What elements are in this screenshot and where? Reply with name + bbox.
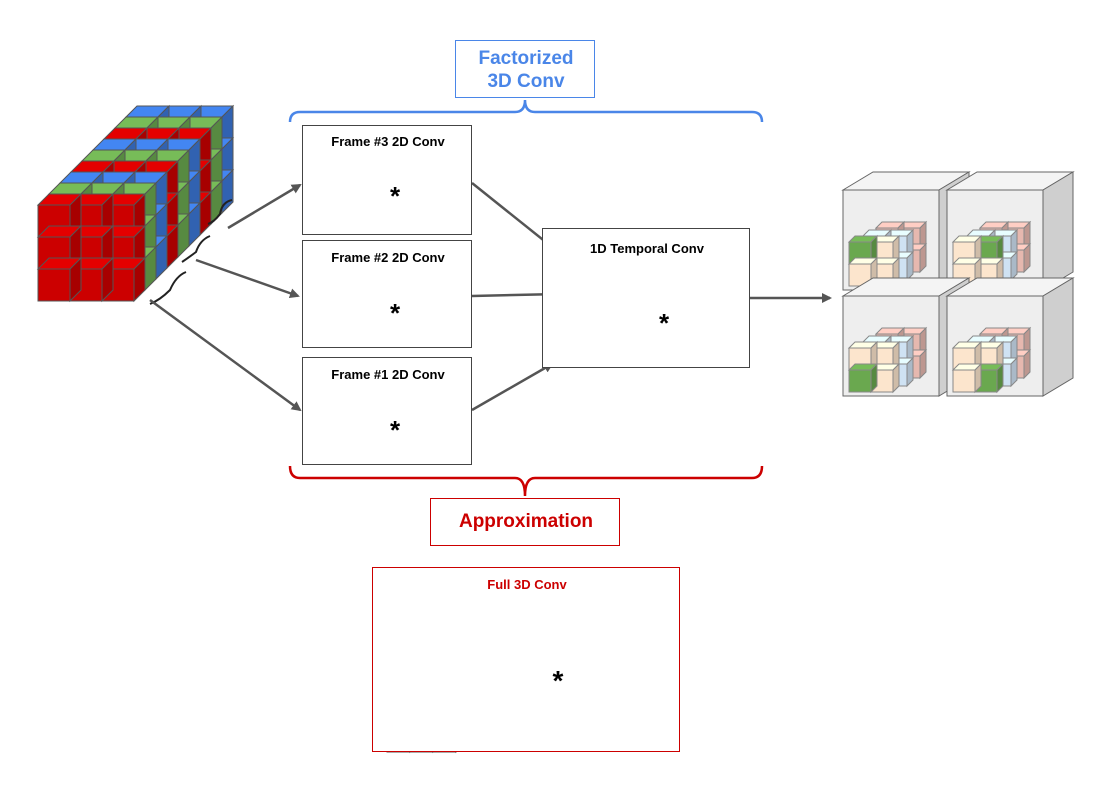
slice-brace-2 (181, 235, 211, 263)
factorized-label-box: Factorized 3D Conv (455, 40, 595, 98)
frame2-title: Frame #2 2D Conv (331, 250, 445, 265)
factorized-label: Factorized 3D Conv (478, 48, 574, 92)
approximation-label-box: Approximation (430, 498, 620, 546)
slice-brace-1 (207, 199, 233, 225)
output-cell-side (1042, 277, 1074, 397)
star-frame3: * (389, 181, 401, 211)
temporal-conv-box: 1D Temporal Conv (542, 228, 750, 368)
frame1-title: Frame #1 2D Conv (331, 367, 445, 382)
frame3-box: Frame #3 2D Conv (302, 125, 472, 235)
arrow-to-frame3 (227, 183, 302, 230)
input-slice-braces (149, 199, 233, 305)
blue-brace (288, 99, 764, 123)
slice-brace-3 (149, 271, 187, 305)
star-frame1: * (389, 415, 401, 445)
full-3d-conv-title: Full 3D Conv (487, 577, 567, 592)
cube-front (848, 369, 872, 393)
approximation-label: Approximation (458, 511, 594, 532)
cube-front (952, 369, 976, 393)
temporal-conv-title: 1D Temporal Conv (590, 241, 704, 256)
factorized-brace (288, 99, 764, 123)
star-full3d: * (552, 665, 564, 696)
output-cell-tl (841, 171, 971, 291)
output-cell-tr (945, 171, 1075, 291)
output-cell-side (1042, 171, 1074, 291)
frame1-box: Frame #1 2D Conv (302, 357, 472, 465)
input-video-tensor (36, 104, 235, 303)
arrow-frame1-to-temporal (471, 362, 554, 412)
star-frame2: * (389, 298, 401, 328)
frame2-box: Frame #2 2D Conv (302, 240, 472, 348)
arrows (149, 182, 832, 412)
arrow-to-frame2 (195, 258, 300, 299)
cube-front (37, 268, 71, 302)
full-3d-conv-box: Full 3D Conv (372, 567, 680, 752)
output-cell-br (945, 277, 1075, 397)
frame3-title: Frame #3 2D Conv (331, 134, 445, 149)
red-brace (288, 465, 764, 497)
approximation-brace (288, 465, 764, 497)
arrow-to-frame1 (149, 298, 302, 412)
star-temporal: * (658, 308, 670, 338)
